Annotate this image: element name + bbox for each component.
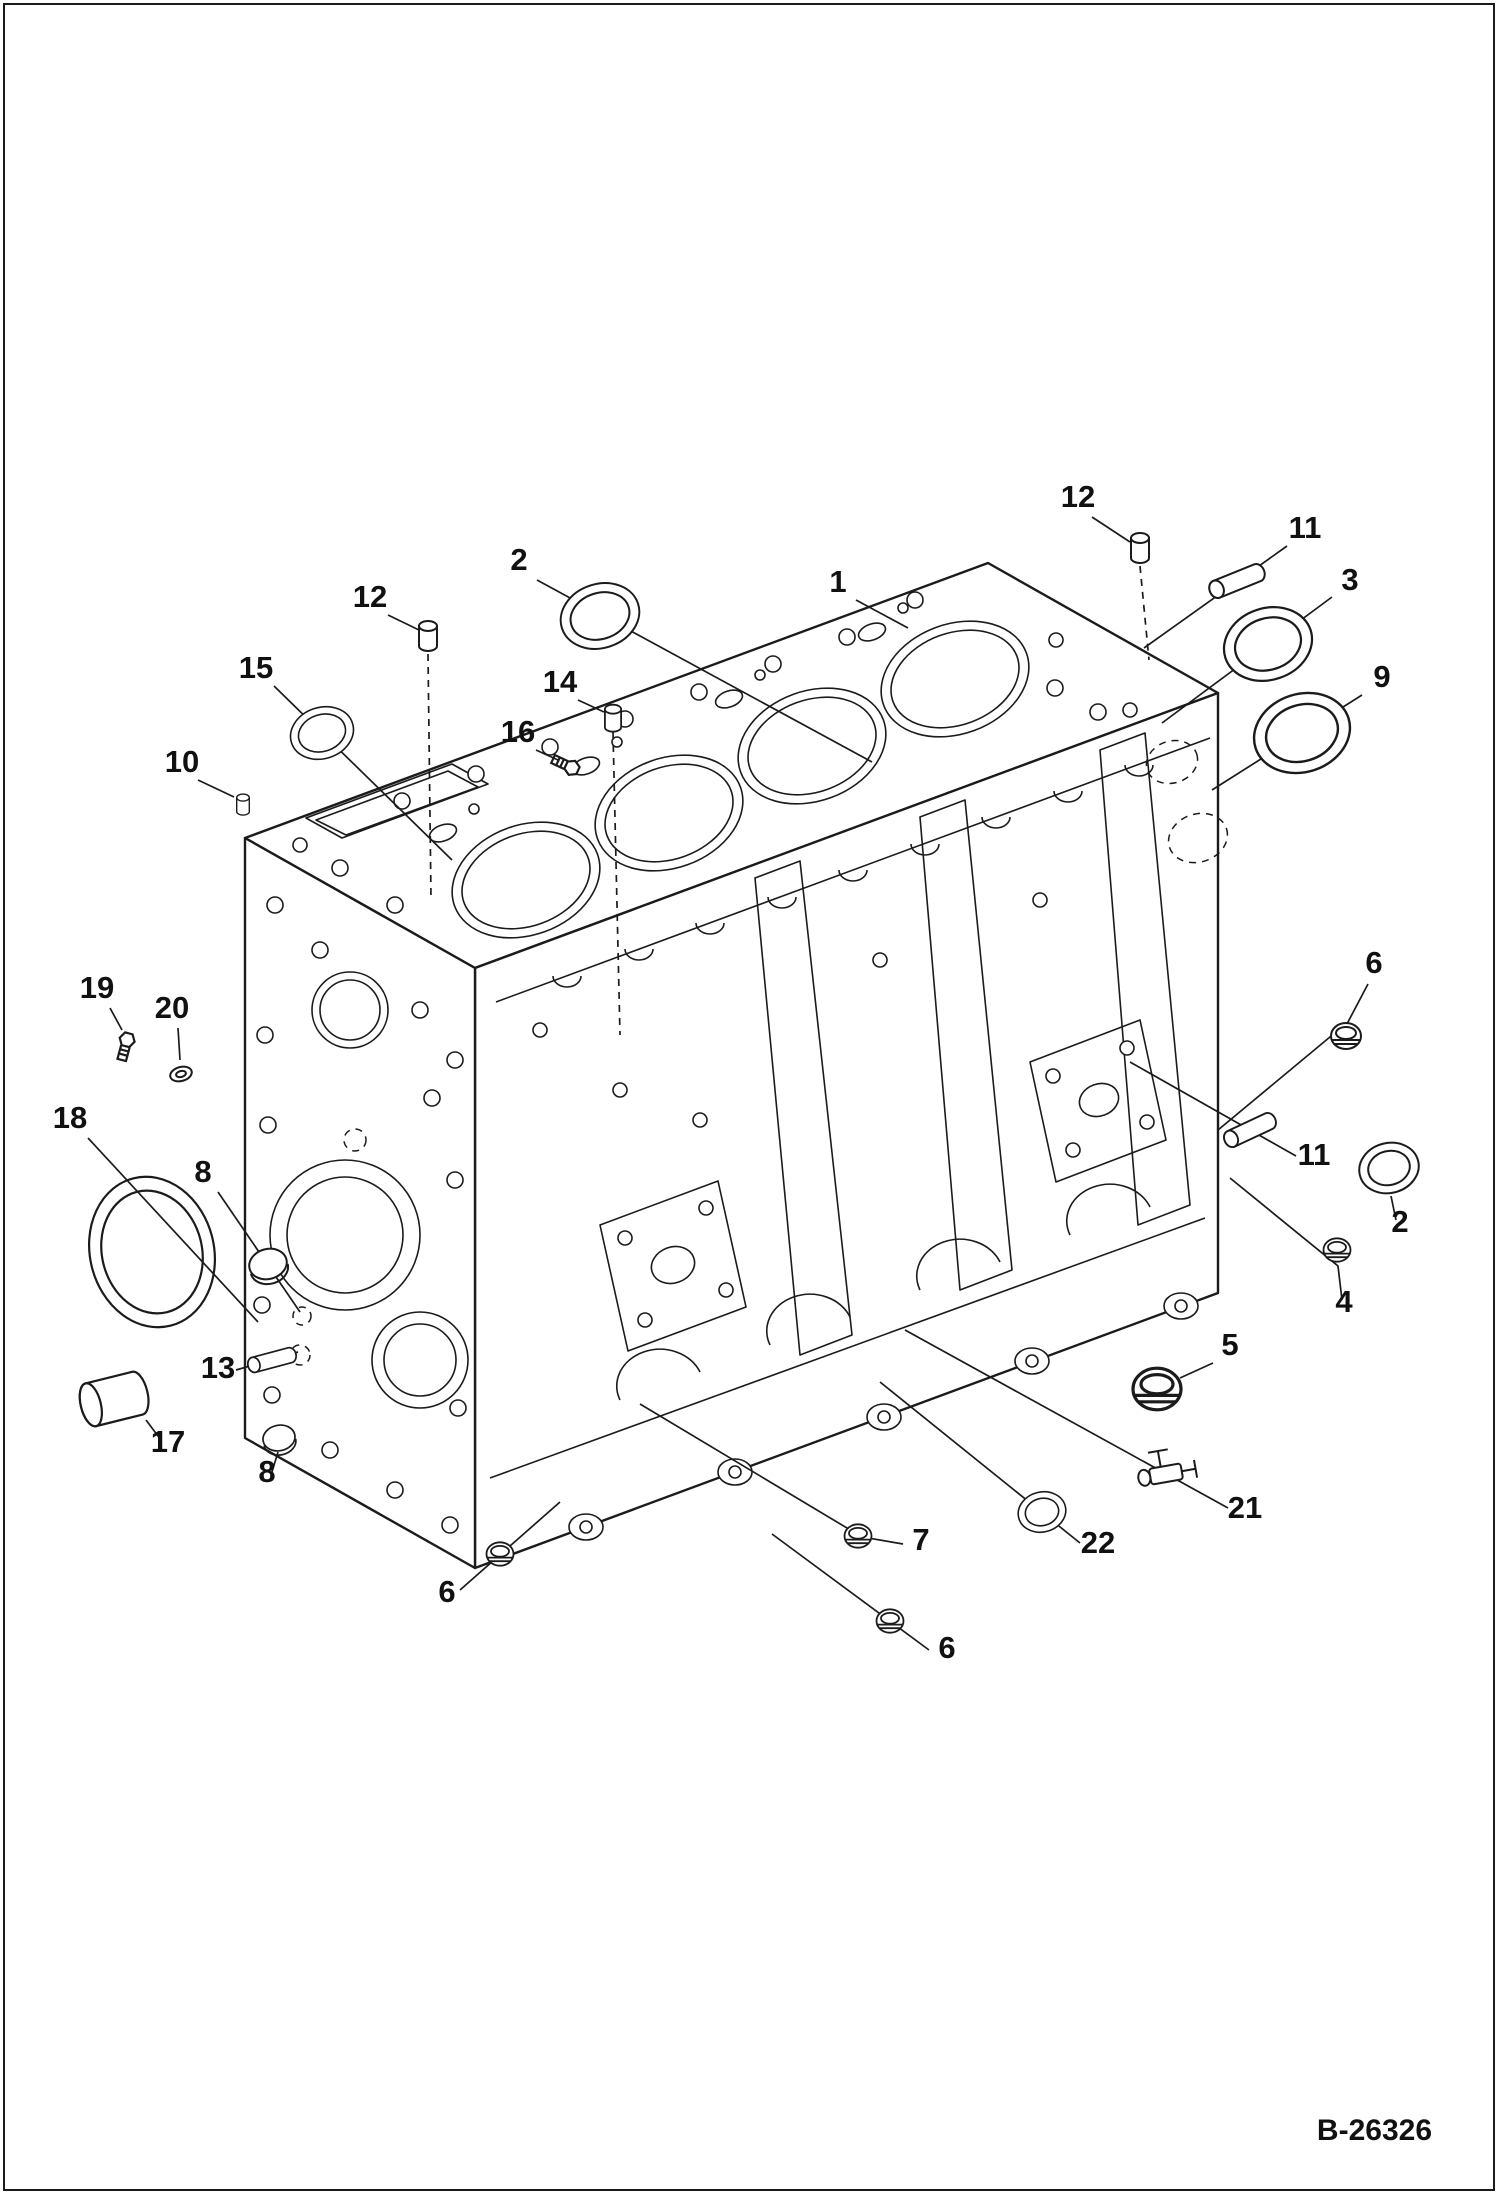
callout-label-2: 2 (1391, 1204, 1408, 1239)
leader-line-4 (1229, 1177, 1343, 1301)
part-plug-th-item-6 (485, 1541, 515, 1567)
hidden-line-12 (1139, 565, 1150, 661)
hidden-line-12 (427, 653, 432, 899)
front-face-openings (269, 971, 469, 1409)
leader-line-19 (109, 1007, 123, 1031)
callout-label-8: 8 (258, 1454, 275, 1489)
crank-web-arches (615, 1183, 1151, 1401)
part-pin-item-11 (1220, 1109, 1280, 1151)
leader-line-10 (197, 779, 235, 798)
part-disc-item-9 (1242, 679, 1362, 787)
callout-label-8: 8 (194, 1154, 211, 1189)
leader-line-12 (387, 614, 420, 631)
callout-label-20: 20 (155, 990, 189, 1025)
right-end-plug-seats (1145, 739, 1229, 864)
deck-coolant-passages (428, 602, 909, 843)
leader-line-17 (145, 1419, 162, 1441)
part-plug-th-item-4 (1322, 1237, 1352, 1263)
deck-opening (305, 763, 489, 839)
cylinder-block-drawing (243, 561, 1229, 1570)
part-disc-item-2 (551, 572, 649, 660)
part-plug-sm-item-10 (235, 793, 251, 816)
callout-label-5: 5 (1221, 1327, 1238, 1362)
callout-label-15: 15 (239, 650, 273, 685)
part-cap-item-17 (74, 1368, 154, 1430)
part-plug-sm-item-12 (1130, 532, 1150, 564)
part-plug-th-item-7 (843, 1523, 873, 1549)
callout-label-4: 4 (1335, 1284, 1353, 1319)
callout-label-17: 17 (151, 1424, 185, 1459)
callout-label-7: 7 (912, 1522, 929, 1557)
cylinder-bores (451, 620, 1030, 939)
leader-line-2 (1390, 1195, 1397, 1221)
side-face-holes (532, 892, 1048, 1128)
callout-label-13: 13 (201, 1350, 235, 1385)
part-cock-item-21 (1133, 1444, 1199, 1489)
leader-line-11 (1129, 1061, 1297, 1157)
callout-label-6: 6 (938, 1630, 955, 1665)
leader-line-12 (1091, 516, 1131, 543)
part-bolt-item-19 (113, 1030, 138, 1064)
part-plug-sm-item-12 (418, 620, 438, 652)
side-face-underdeck (495, 737, 1211, 1003)
callout-label-2: 2 (510, 542, 527, 577)
part-plug-th-item-6 (1330, 1022, 1362, 1050)
leader-line-1 (855, 599, 909, 629)
callout-label-16: 16 (501, 714, 535, 749)
leader-line-6 (771, 1533, 930, 1651)
callout-label-22: 22 (1081, 1525, 1115, 1560)
part-plug-sm-item-14 (604, 703, 622, 733)
part-pin-item-11 (1205, 560, 1269, 602)
leader-line-20 (177, 1027, 181, 1061)
front-face (243, 836, 477, 1570)
hidden-line-14 (612, 731, 621, 1036)
callout-label-12: 12 (1061, 479, 1095, 514)
figure-code: B-26326 (1317, 2114, 1432, 2147)
front-face-bolt-holes (253, 896, 467, 1534)
callout-label-9: 9 (1373, 659, 1390, 694)
callout-label-14: 14 (543, 664, 578, 699)
bottom-rail (489, 1217, 1206, 1541)
callout-label-19: 19 (80, 970, 114, 1005)
callout-label-21: 21 (1228, 1490, 1262, 1525)
callout-label-3: 3 (1341, 562, 1358, 597)
callout-label-12: 12 (353, 579, 387, 614)
side-face-mount-pads (599, 1019, 1167, 1352)
leader-line-5 (1179, 1362, 1214, 1379)
callout-label-1: 1 (829, 564, 846, 599)
page-border (3, 3, 1495, 2191)
callout-label-6: 6 (1365, 945, 1382, 980)
part-ring-md-item-2 (1352, 1135, 1426, 1201)
leader-line-6 (1217, 983, 1369, 1131)
part-ring-md-item-22 (1013, 1485, 1071, 1539)
part-disc-item-3 (1213, 594, 1323, 694)
callout-label-11: 11 (1289, 510, 1322, 545)
callout-label-18: 18 (53, 1100, 87, 1135)
side-face-ribs (754, 732, 1191, 1356)
part-washer-item-20 (167, 1063, 195, 1085)
part-disc-item-15 (282, 697, 362, 769)
leader-line-18 (87, 1137, 259, 1323)
part-ring-lg-item-18 (72, 1162, 232, 1342)
leader-line-21 (904, 1329, 1229, 1509)
part-plug-th-item-6 (875, 1608, 905, 1634)
leader-line-14 (577, 699, 605, 713)
callout-label-10: 10 (165, 744, 199, 779)
callout-label-11: 11 (1298, 1137, 1331, 1172)
callout-label-6: 6 (438, 1574, 455, 1609)
part-plug-th-item-5 (1131, 1366, 1183, 1412)
